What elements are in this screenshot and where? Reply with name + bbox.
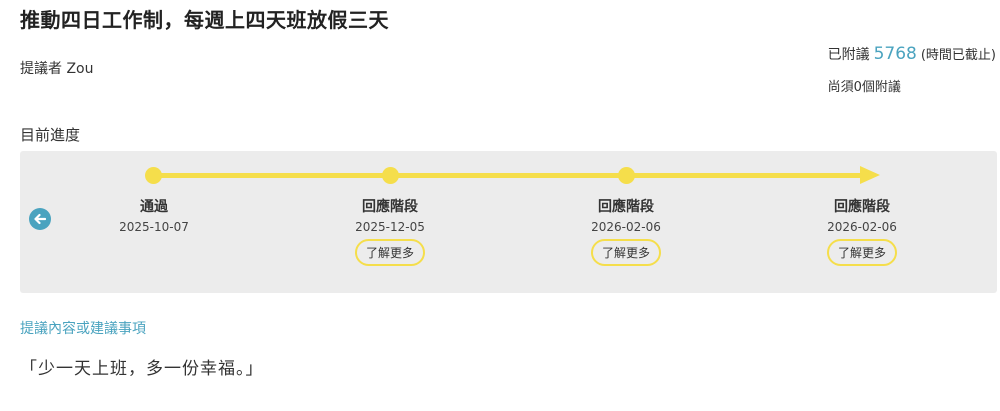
- remaining-cosigns: 尚須0個附議: [827, 80, 901, 95]
- timeline-track: [153, 173, 862, 178]
- section-heading: 提議內容或建議事項: [20, 321, 146, 337]
- stage-date: 2025-12-05: [355, 220, 425, 234]
- stage-item-2: 回應階段 2025-12-05 了解更多: [320, 196, 460, 266]
- learn-more-button[interactable]: 了解更多: [354, 239, 425, 266]
- previous-stage-button[interactable]: [29, 208, 51, 230]
- stage-dot-2: [382, 167, 399, 184]
- cosign-stats: 已附議 5768 (時間已截止) 尚須0個附議: [828, 44, 996, 95]
- stage-dot-1: [145, 167, 162, 184]
- stage-name: 回應階段: [362, 199, 418, 215]
- progress-timeline: 通過 2025-10-07 回應階段 2025-12-05 了解更多 回應階段 …: [20, 151, 997, 293]
- stage-date: 2026-02-06: [591, 220, 661, 234]
- cosign-label: 已附議: [827, 47, 870, 63]
- learn-more-button[interactable]: 了解更多: [590, 239, 661, 266]
- proposal-content: 「少一天上班，多一份幸福。」: [20, 359, 264, 379]
- stage-dot-3: [618, 167, 635, 184]
- stage-date: 2025-10-07: [119, 220, 189, 234]
- stage-name: 回應階段: [598, 199, 654, 215]
- stage-item-4: 回應階段 2026-02-06 了解更多: [792, 196, 932, 266]
- stage-name: 通過: [140, 199, 168, 215]
- proposal-title: 推動四日工作制，每週上四天班放假三天: [20, 8, 389, 32]
- learn-more-button[interactable]: 了解更多: [826, 239, 897, 266]
- proposer-label: 提議者 Zou: [20, 61, 94, 77]
- stage-item-1: 通過 2025-10-07: [84, 196, 224, 234]
- stage-item-3: 回應階段 2026-02-06 了解更多: [556, 196, 696, 266]
- timeline-arrow-icon: [860, 166, 880, 184]
- deadline-status: (時間已截止): [920, 48, 996, 63]
- stage-name: 回應階段: [834, 199, 890, 215]
- stage-date: 2026-02-06: [827, 220, 897, 234]
- arrow-left-circle-icon: [34, 213, 46, 225]
- progress-heading: 目前進度: [20, 126, 81, 144]
- cosign-count: 5768: [873, 44, 917, 64]
